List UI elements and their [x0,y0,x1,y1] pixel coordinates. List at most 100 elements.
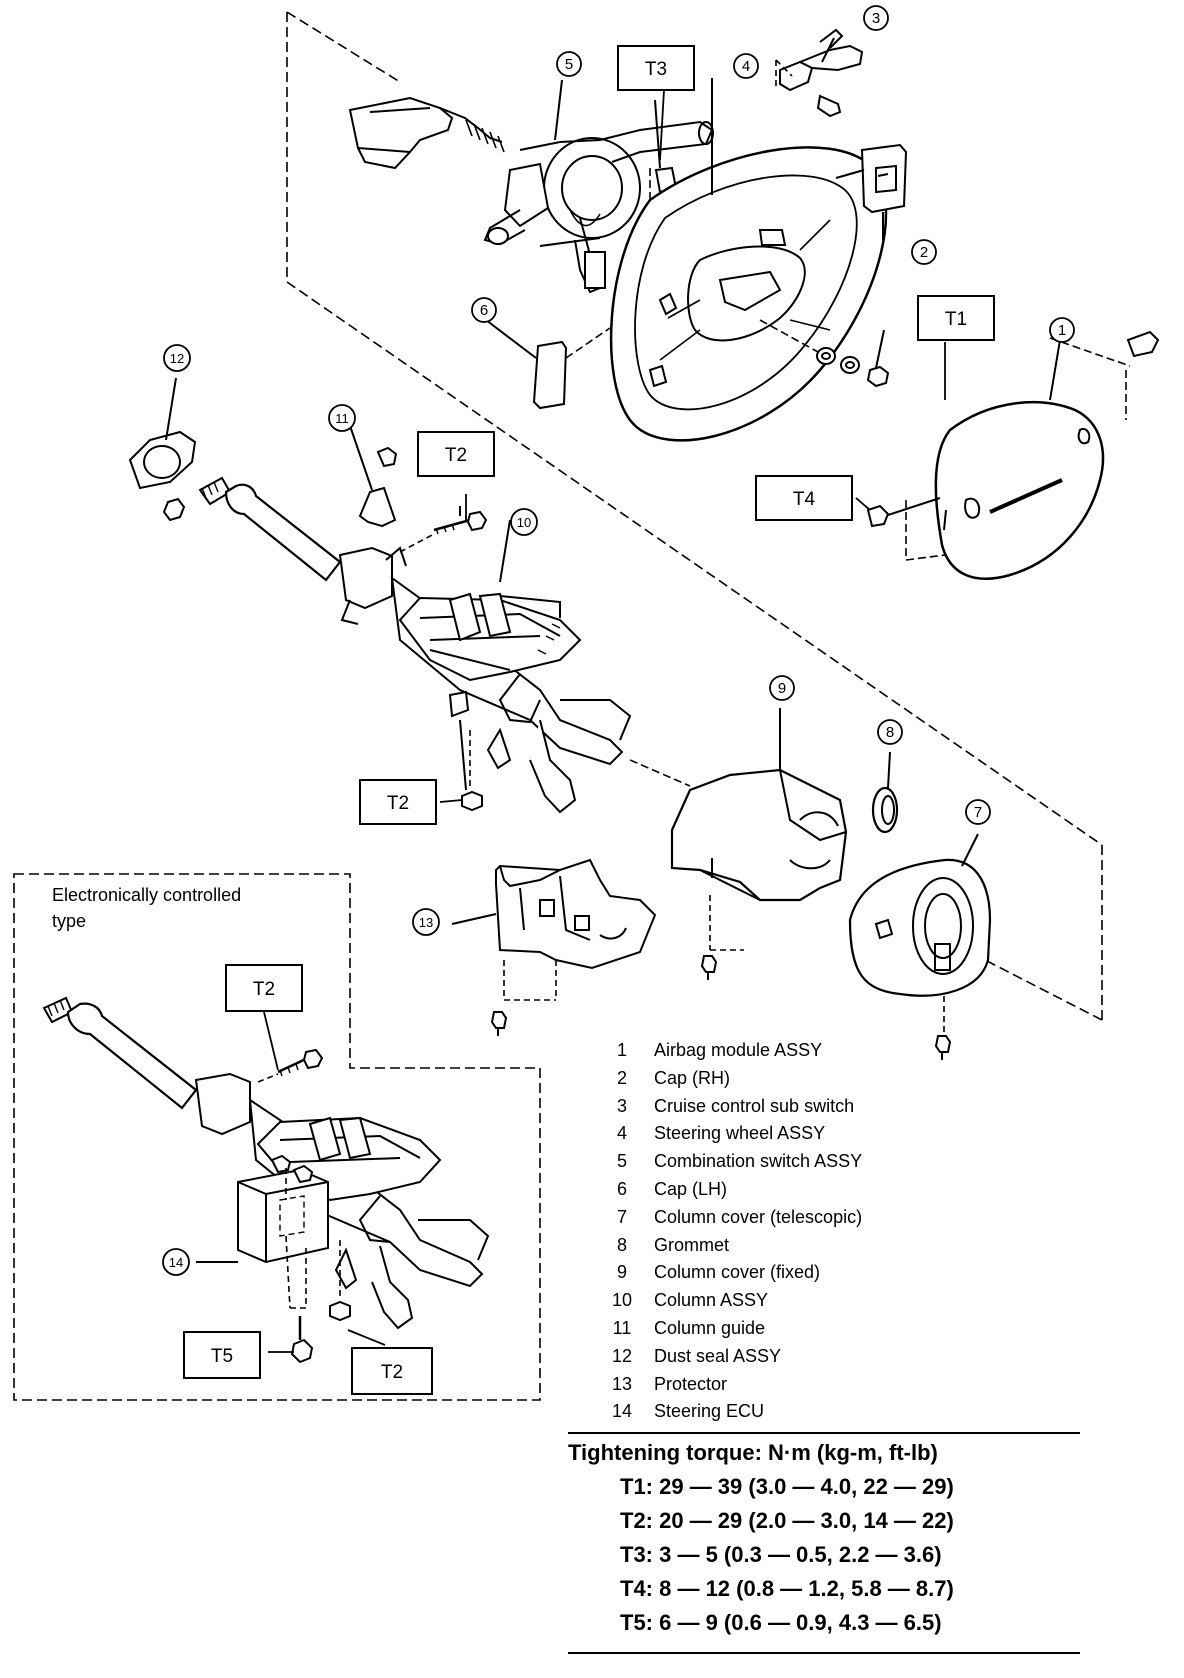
leader-12 [165,377,177,441]
t1-washer-nut [759,319,890,388]
legend-name: Steering ECU [654,1401,765,1422]
grommet [871,786,899,834]
steering-wheel-assy [609,146,888,442]
legend-row: 5 Combination switch ASSY [590,1148,990,1176]
legend-number: 6 [616,1178,627,1199]
legend-name: Column ASSY [654,1290,769,1311]
leader-11 [347,419,373,491]
inset-frame [13,873,541,1401]
legend-name: Column cover (fixed) [654,1262,821,1283]
t4-bolt [866,497,946,561]
callout-14: 14 [169,1255,183,1270]
legend-number: 5 [616,1151,627,1172]
cruise-control-sub-switch [775,28,864,118]
legend-number: 3 [616,1095,627,1116]
legend-number: 1 [616,1040,627,1060]
leader-7 [961,833,979,867]
column-guide [358,446,398,528]
callout-12: 12 [170,351,184,366]
callout-10: 10 [517,515,531,530]
legend-name: Column cover (telescopic) [654,1206,863,1227]
column-assy [198,476,632,814]
legend-row: 12 Dust seal ASSY [590,1343,990,1371]
legend-row: 13 Protector [590,1371,990,1399]
leader-1 [1049,339,1061,401]
legend-number: 7 [616,1206,627,1227]
legend-name: Protector [654,1373,728,1394]
callout-8: 8 [886,724,894,741]
tag-t1: T1 [945,309,967,330]
inset-title-line2: type [52,911,87,931]
legend-row: 6 Cap (LH) [590,1176,990,1204]
torque-table: Tightening torque: N·m (kg-m, ft-lb) T1:… [568,1440,1088,1640]
column-cover-telescopic [848,858,992,1060]
tag-t2-lower: T2 [387,793,409,814]
inset-t2-bolt [257,1048,324,1083]
steering-ecu [237,1154,351,1364]
tag-t2-inset-lower: T2 [381,1362,403,1383]
cap-rh [835,143,908,214]
callout-11: 11 [335,411,349,426]
tag-t2-inset-upper: T2 [253,979,275,1000]
legend-name: Dust seal ASSY [654,1345,782,1366]
legend-number: 9 [616,1262,627,1283]
torque-title: Tightening torque: N·m (kg-m, ft-lb) [568,1440,938,1465]
column-cover-fixed [670,768,848,980]
t2-nut-lower [461,730,483,812]
legend-number: 8 [616,1234,627,1255]
legend-number: 11 [612,1317,632,1338]
legend-name: Cap (RH) [654,1067,731,1088]
legend-number: 12 [611,1345,633,1366]
callout-1: 1 [1058,322,1066,339]
torque-row: T4: 8 — 12 (0.8 — 1.2, 5.8 — 8.7) [620,1576,954,1601]
tag-t4: T4 [793,489,816,510]
torque-leaders [263,89,946,1353]
legend-number: 13 [611,1373,633,1394]
torque-row: T1: 29 — 39 (3.0 — 4.0, 22 — 29) [620,1474,954,1499]
tag-t3: T3 [645,59,667,80]
leader-10 [499,519,511,583]
inset-column-assy [42,996,490,1330]
airbag-module-assy [934,330,1160,580]
tag-t2-upper: T2 [445,445,467,466]
legend-name: Combination switch ASSY [654,1151,863,1172]
legend-number: 10 [611,1290,633,1311]
torque-row: T3: 3 — 5 (0.3 — 0.5, 2.2 — 3.6) [620,1542,942,1567]
leader-3 [821,37,835,63]
callout-circles [162,5,1075,1276]
callout-3: 3 [872,10,880,27]
upper-dashed-plane [286,11,1103,1021]
inset-title: Electronically controlled type [52,882,312,934]
torque-row: T5: 6 — 9 (0.6 — 0.9, 4.3 — 6.5) [620,1610,942,1635]
legend-row: 9 Column cover (fixed) [590,1259,990,1287]
torque-bottom-rule [568,1652,1080,1654]
callout-2: 2 [920,244,928,261]
callout-6: 6 [480,302,488,319]
legend-row: 7 Column cover (telescopic) [590,1204,990,1232]
protector [490,858,657,1036]
t2-bolt-upper [399,506,488,553]
torque-tag-labels: T3 T1 T2 T2 T4 T2 T5 T2 [211,59,967,1383]
legend-number: 4 [616,1123,627,1144]
legend-row: 3 Cruise control sub switch [590,1093,990,1121]
leader-8 [887,751,891,789]
legend-name: Steering wheel ASSY [654,1123,826,1144]
callout-4: 4 [742,58,750,75]
legend-name: Cap (LH) [654,1178,728,1199]
torque-top-rule [568,1432,1080,1434]
legend-row: 4 Steering wheel ASSY [590,1120,990,1148]
legend-name: Grommet [654,1234,730,1255]
shaft-dashed [629,759,691,787]
leader-13 [451,913,497,925]
legend-name: Cruise control sub switch [654,1095,855,1116]
inset-title-line1: Electronically controlled [52,885,242,905]
callout-numbers: 1 2 3 4 5 6 7 8 9 10 11 12 13 14 [169,10,1066,1270]
legend-row: 10 Column ASSY [590,1287,990,1315]
torque-row: T2: 20 — 29 (2.0 — 3.0, 14 — 22) [620,1508,954,1533]
